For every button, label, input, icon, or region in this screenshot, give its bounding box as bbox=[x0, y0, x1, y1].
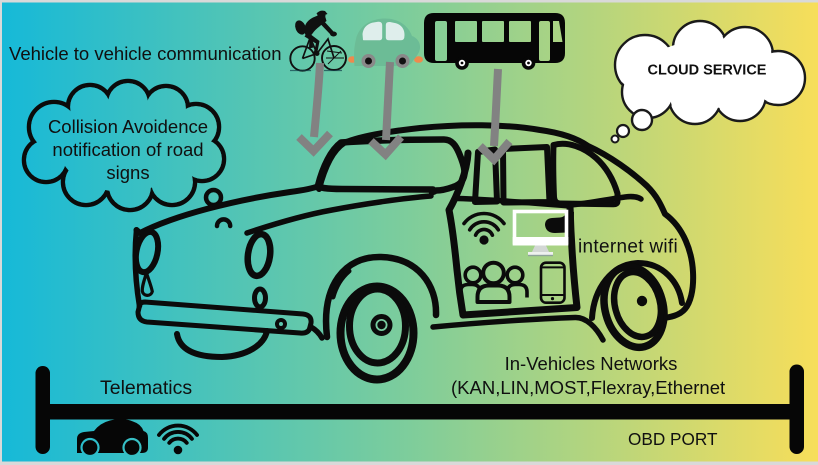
svg-text:Vehicle to vehicle communicati: Vehicle to vehicle communication bbox=[9, 43, 282, 64]
svg-text:OBD PORT: OBD PORT bbox=[628, 429, 718, 449]
svg-text:CLOUD SERVICE: CLOUD SERVICE bbox=[648, 63, 767, 79]
svg-text:Collision Avoidence: Collision Avoidence bbox=[48, 116, 208, 137]
svg-text:internet wifi: internet wifi bbox=[578, 237, 678, 258]
svg-text:In-Vehicles Networks: In-Vehicles Networks bbox=[505, 353, 678, 374]
svg-text:notification of road: notification of road bbox=[52, 139, 203, 160]
svg-text:(KAN,LIN,MOST,Flexray,Ethernet: (KAN,LIN,MOST,Flexray,Ethernet bbox=[451, 377, 725, 398]
svg-text:Telematics: Telematics bbox=[100, 377, 192, 399]
svg-text:signs: signs bbox=[106, 162, 149, 183]
